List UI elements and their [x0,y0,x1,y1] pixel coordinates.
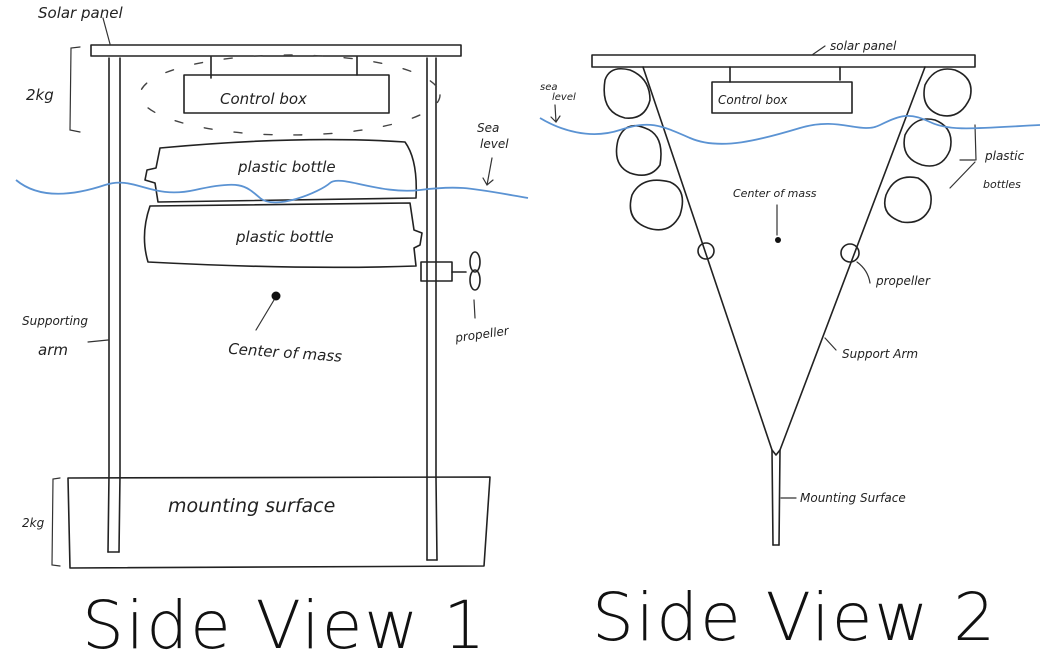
support-arm-2 [642,66,926,546]
center-of-mass-1-leader [255,299,275,331]
propeller-2-left-icon [697,242,715,260]
left-supporting-arm [107,57,121,553]
plastic-bottle-bottom [143,202,423,269]
mounting-surface-2-label: Mounting Surface [800,491,906,505]
center-of-mass-2-label: Center of mass [733,187,817,200]
supporting-arm-label-2: arm [38,341,68,359]
right-supporting-arm [426,57,438,561]
supporting-arm-label-1: Supporting [22,314,88,328]
sea-level-2 [539,115,1040,145]
propeller-1-leader [473,299,476,319]
solar-panel-1-leader [102,17,111,45]
side-view-2: solar panel Control box plastic bottles … [539,39,1040,656]
solar-panel-2 [591,54,976,68]
sea-level-1 [15,179,529,204]
propeller-2-right-icon [840,243,860,263]
plastic-bottle-left-2 [615,124,662,176]
control-box-dashed-outline [139,54,441,136]
sea-level-2-arrow-icon [550,104,561,123]
center-of-mass-2-dot [775,237,781,243]
control-box-1-label: Control box [220,90,307,108]
control-box-1 [183,74,390,114]
solar-panel-2-label: solar panel [830,39,897,53]
plastic-bottles-label-1: plastic [984,149,1025,163]
plastic-bottle-bottom-label: plastic bottle [235,228,334,246]
solar-panel-1-label: Solar panel [38,4,123,22]
propeller-1-icon [469,251,481,273]
sea-level-1-label-1: Sea [477,121,499,135]
solar-panel-2-leader [811,45,826,56]
side-view-1: Solar panel 2kg Supporting arm Control b… [15,4,529,664]
plastic-bottle-top-label: plastic bottle [237,158,336,176]
control-box-2 [711,81,853,114]
control-box-2-label: Control box [718,93,788,107]
supporting-arm-leader [87,339,109,343]
sea-level-1-arrow-icon [482,157,494,186]
side-view-2-title: Side View 2 [592,579,997,656]
center-of-mass-1-label: Center of mass [228,340,343,366]
support-arm-2-label: Support Arm [842,347,918,361]
plastic-bottle-left-1 [603,67,651,119]
mounting-surface-1-label: mounting surface [168,495,335,517]
solar-panel-1 [90,44,462,57]
support-arm-2-leader [824,337,837,351]
sea-level-2-label-2: level [552,92,576,103]
sea-level-2-label-1: sea [540,82,558,93]
propeller-1-label: propeller [453,323,510,345]
plastic-bottle-left-3 [629,179,684,231]
plastic-bottle-right-3 [883,176,932,224]
bottom-mass-bracket [51,477,61,567]
bottom-mass-label: 2kg [22,516,45,530]
top-mass-label: 2kg [26,86,54,104]
center-of-mass-1-dot [271,291,281,301]
mounting-surface-1 [67,476,491,569]
plastic-bottles-label-2: bottles [983,178,1021,191]
plastic-bottles-bracket [949,124,977,189]
plastic-bottle-right-1 [923,68,972,117]
control-box-2-hangers [729,66,841,83]
plastic-bottle-top [144,138,418,203]
side-view-1-title: Side View 1 [82,587,487,664]
propeller-2-leader [856,261,871,284]
top-mass-bracket [69,46,81,133]
sea-level-1-label-2: level [480,137,509,151]
propeller-2-label: propeller [875,274,931,288]
